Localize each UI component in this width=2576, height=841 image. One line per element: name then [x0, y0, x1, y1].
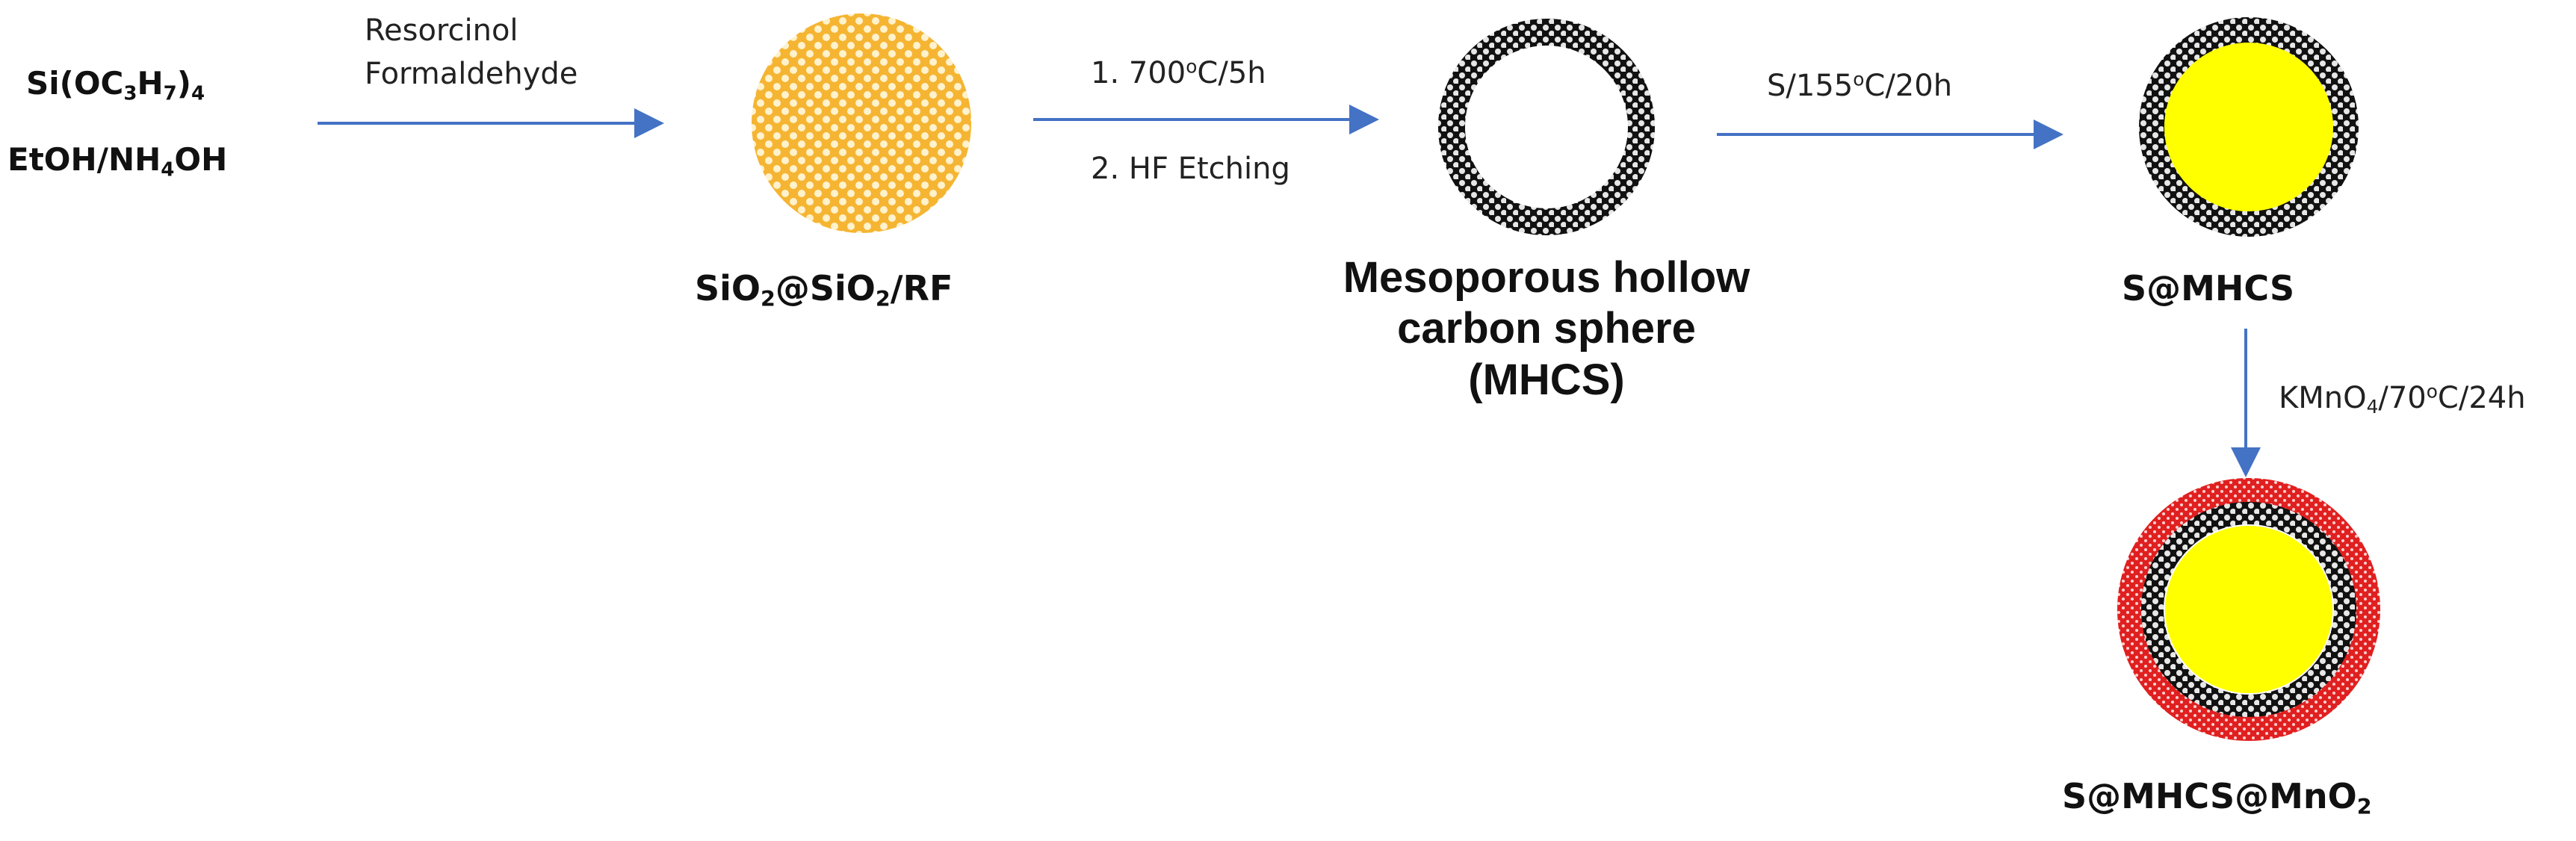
step4-condition-kmno4: KMnO4/70oC/24h [2279, 380, 2526, 418]
step2-condition-calcination: 1. 700oC/5h [1091, 55, 1266, 90]
hollow-carbon-sphere [1438, 19, 1655, 235]
rf-coated-silica-sphere [752, 13, 971, 233]
sulfur-core-coated [2165, 526, 2332, 693]
starting-material-line1: Si(OC3H7)4 [26, 65, 205, 105]
sulfur-core [2161, 40, 2336, 214]
product2-label: Mesoporous hollow carbon sphere (MHCS) [1322, 252, 1771, 406]
carbon-shell-coated [2140, 500, 2358, 719]
product2-label-line2: carbon sphere [1397, 304, 1696, 353]
step3-condition-sulfur: S/155oC/20h [1767, 68, 1953, 103]
carbon-shell [2139, 17, 2359, 237]
product2-label-line3: (MHCS) [1468, 355, 1625, 404]
product2-label-line1: Mesoporous hollow [1343, 253, 1750, 302]
step1-reagent-formaldehyde: Formaldehyde [365, 57, 578, 91]
product3-label: S@MHCS [2122, 268, 2295, 308]
step1-reagent-resorcinol: Resorcinol [365, 13, 518, 48]
product1-label: SiO2@SiO2/RF [695, 268, 953, 311]
mno2-shell [2117, 478, 2380, 741]
product4-label: S@MHCS@MnO2 [2062, 776, 2372, 819]
step2-condition-etching: 2. HF Etching [1091, 152, 1290, 186]
starting-material-line2: EtOH/NH4OH [7, 141, 228, 181]
